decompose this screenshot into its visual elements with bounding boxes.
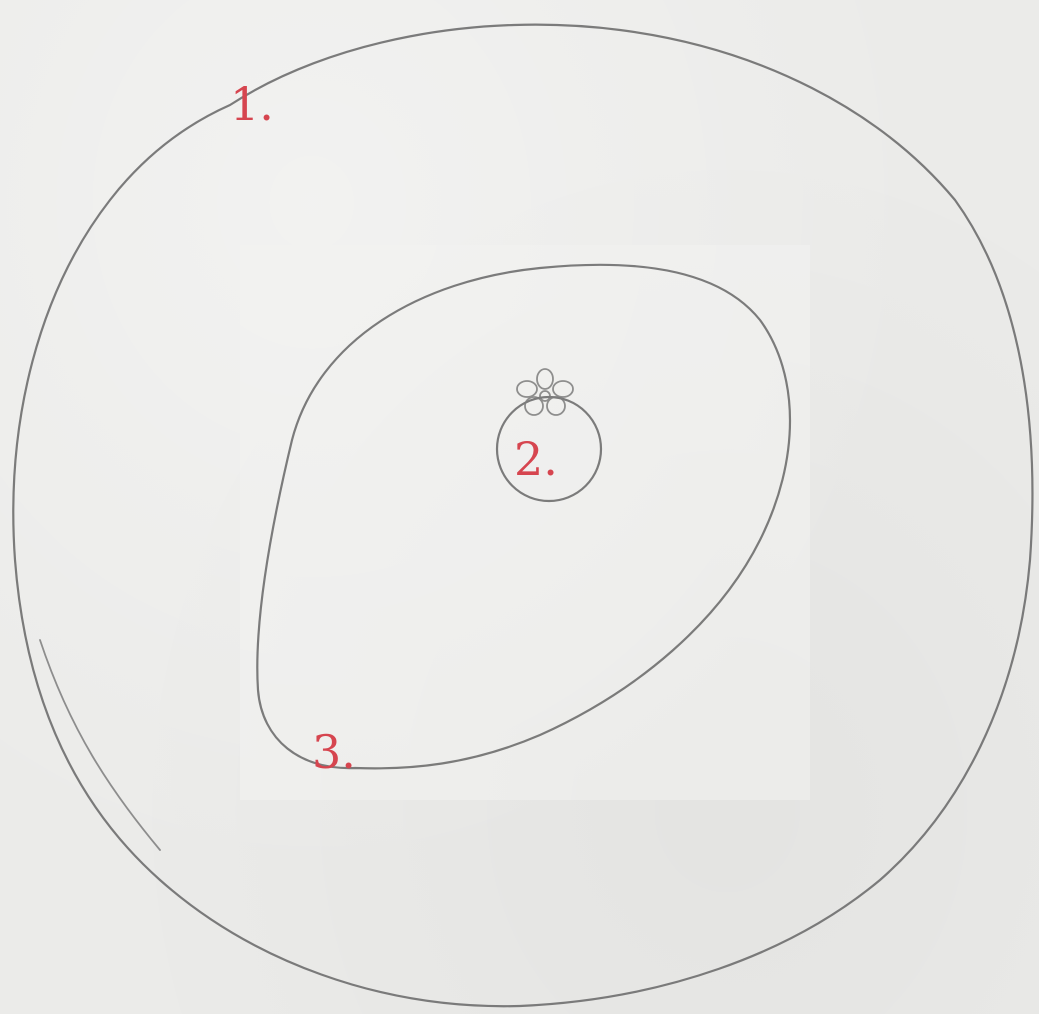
label-center: 2. bbox=[514, 432, 558, 486]
label-outer: 1. bbox=[230, 77, 274, 131]
paper-patch bbox=[240, 245, 810, 800]
label-middle: 3. bbox=[312, 725, 356, 779]
outer-circle-overdraw bbox=[40, 640, 160, 850]
